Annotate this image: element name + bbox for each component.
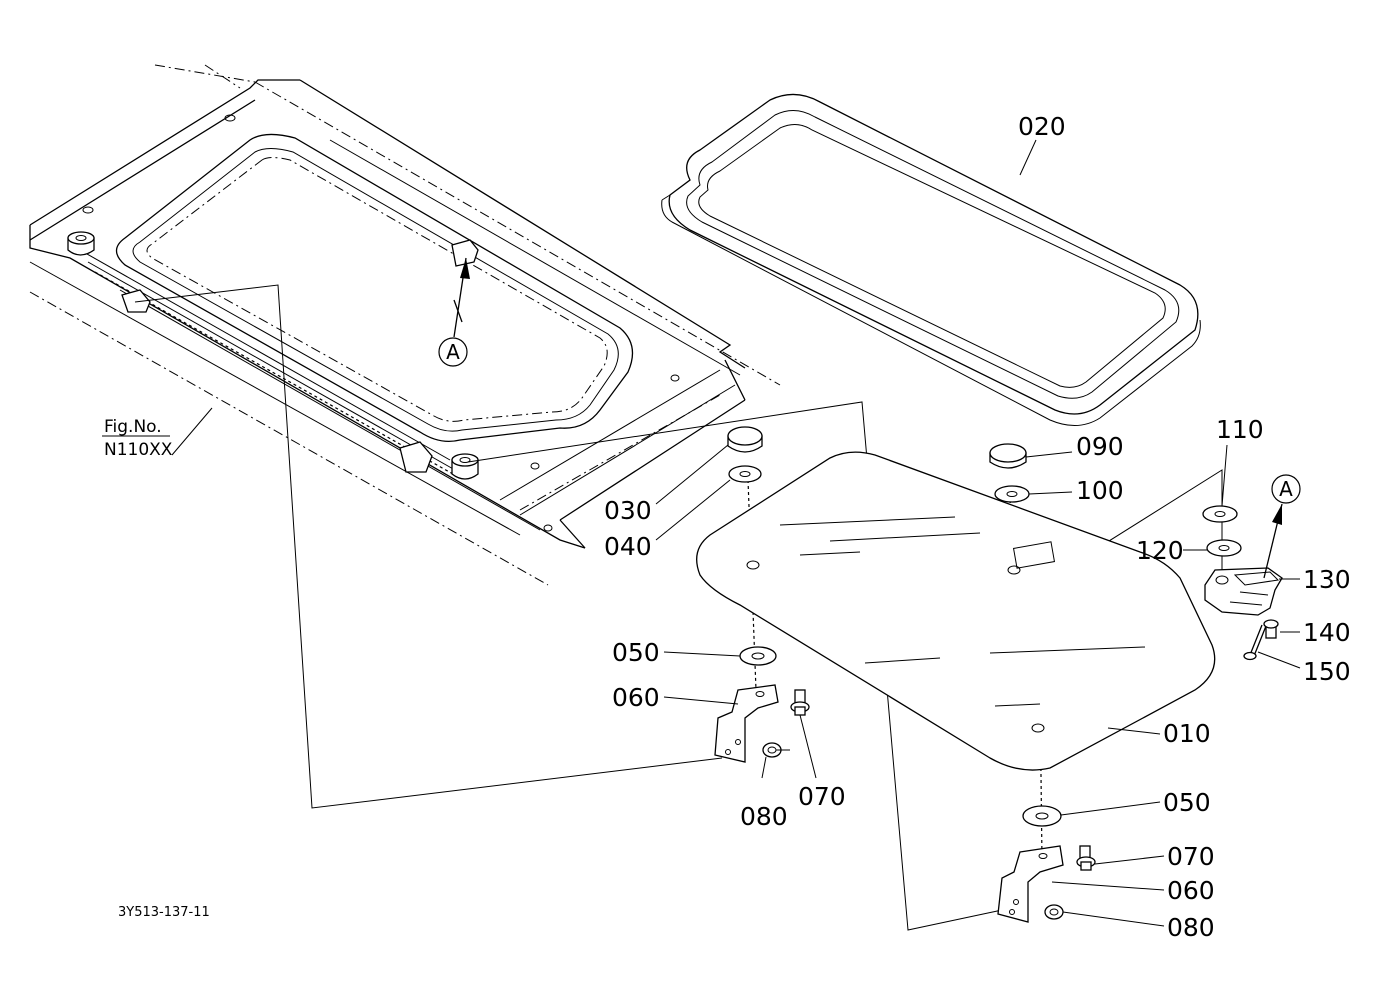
callout-070-right: 070 [1167, 842, 1215, 871]
cushion-030 [727, 426, 763, 453]
callout-100: 100 [1076, 476, 1124, 505]
callout-080-right: 080 [1167, 913, 1215, 942]
bracket-060-left [714, 684, 779, 763]
callout-labels: 020 090 100 110 120 130 140 150 030 040 … [604, 112, 1351, 942]
callout-070-left: 070 [798, 782, 846, 811]
latch-130 [1204, 567, 1283, 616]
washer-050-right [1022, 805, 1062, 827]
callout-060-left: 060 [612, 683, 660, 712]
figure-reference: Fig.No. N110XX [102, 417, 173, 460]
leader-lines [171, 139, 1301, 927]
bolt-070-left [790, 689, 810, 716]
drawing-code: 3Y513-137-11 [118, 905, 210, 920]
screw-150 [1243, 624, 1267, 661]
view-marker-top: A [438, 257, 470, 367]
callout-010: 010 [1163, 719, 1211, 748]
roof-panel [29, 64, 781, 586]
weatherstrip-020 [661, 93, 1201, 426]
nut-080-right [1044, 904, 1064, 920]
bolt-140 [1263, 619, 1279, 639]
washer-120 [1206, 539, 1242, 557]
cushion-090 [989, 443, 1027, 469]
callout-090: 090 [1076, 432, 1124, 461]
figure-reference-line1: Fig.No. [104, 417, 162, 437]
callout-050-right: 050 [1163, 788, 1211, 817]
callout-040: 040 [604, 532, 652, 561]
washer-040 [728, 465, 762, 483]
callout-060-right: 060 [1167, 876, 1215, 905]
callout-110: 110 [1216, 415, 1264, 444]
callout-020: 020 [1018, 112, 1066, 141]
callout-080-left: 080 [740, 802, 788, 831]
callout-120: 120 [1136, 536, 1184, 565]
glass-panel-010 [696, 451, 1216, 771]
callout-150: 150 [1303, 657, 1351, 686]
view-marker-right-label: A [1279, 477, 1293, 501]
view-marker-top-label: A [446, 340, 460, 364]
bolt-070-right [1076, 845, 1096, 871]
callout-030: 030 [604, 496, 652, 525]
callout-140: 140 [1303, 618, 1351, 647]
washer-100 [994, 485, 1030, 503]
callout-130: 130 [1303, 565, 1351, 594]
bracket-060-right [997, 845, 1064, 923]
washer-110 [1202, 505, 1238, 523]
callout-050-left: 050 [612, 638, 660, 667]
washer-050-left [739, 646, 777, 666]
view-marker-right: A [1263, 474, 1301, 579]
figure-reference-line2: N110XX [104, 440, 173, 460]
